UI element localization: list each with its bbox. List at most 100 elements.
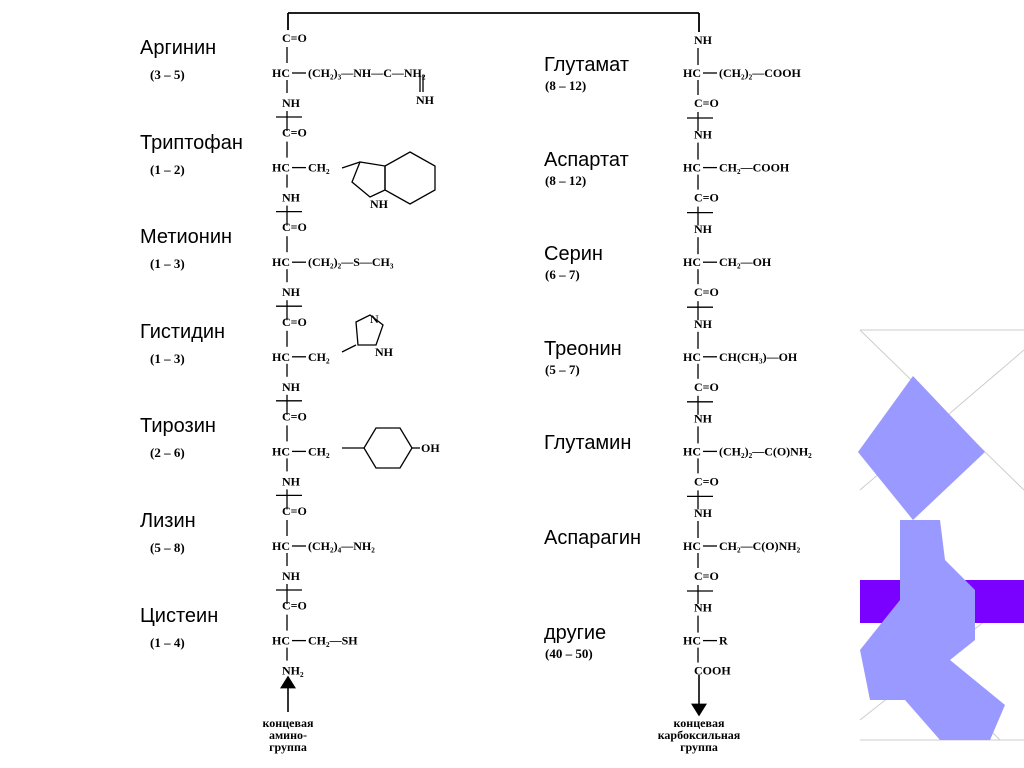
amino-acid-name: Треонин	[544, 337, 622, 360]
side-chain: (CH₂)₂—S—CH₃	[308, 255, 394, 269]
side-chain: R	[719, 634, 728, 648]
amino-acid-name: Аспарагин	[544, 527, 642, 549]
imino-group: NH	[416, 93, 435, 107]
decor-figure	[860, 520, 1005, 740]
amino-acid-name: Серин	[544, 243, 603, 266]
content-range: (40 – 50)	[545, 645, 593, 661]
content-range: (5 – 8)	[150, 540, 185, 555]
carbonyl-group: C=O	[694, 380, 719, 394]
amino-acid-name: Триптофан	[140, 131, 243, 154]
side-chain-bond	[341, 344, 357, 353]
amide-nh: NH	[282, 191, 301, 205]
content-range: (2 – 6)	[150, 445, 185, 461]
alpha-carbon: HC	[272, 444, 290, 458]
amino-group: NH₂	[282, 664, 304, 678]
carboxyl-end-label: карбоксильная	[658, 728, 741, 742]
amino-acid-name: Глутамат	[544, 54, 630, 76]
imidazole-nh: NH	[375, 345, 394, 359]
carbonyl-group: C=O	[694, 569, 719, 583]
side-chain: (CH₂)₃—NH—C—NH₂	[308, 66, 426, 80]
decor-diamond	[858, 376, 985, 520]
carbonyl-group: C=O	[694, 191, 719, 205]
side-chain: CH₂—OH	[719, 255, 772, 269]
content-range: (1 – 4)	[150, 634, 185, 650]
carbonyl-group: C=O	[282, 315, 307, 329]
amide-nh: NH	[282, 569, 301, 583]
alpha-carbon: HC	[683, 255, 701, 269]
carbonyl-group: C=O	[282, 126, 307, 140]
alpha-carbon: HC	[272, 634, 290, 648]
alpha-carbon: HC	[683, 66, 701, 80]
amino-end-label: группа	[269, 740, 307, 754]
amino-acid-name: Тирозин	[140, 415, 216, 438]
carbonyl-group: C=O	[694, 474, 719, 488]
amino-acid-name: Аспартат	[544, 148, 629, 171]
carbonyl-group: C=O	[282, 599, 307, 613]
amide-nh: NH	[694, 411, 713, 425]
content-range: (6 – 7)	[545, 267, 580, 283]
phenol-ring	[363, 427, 413, 469]
carbonyl-group: C=O	[282, 220, 307, 234]
side-chain: CH₂—COOH	[719, 161, 790, 175]
content-range: (1 – 2)	[150, 161, 185, 177]
amide-nh: NH	[282, 474, 301, 488]
amino-acid-name: Гистидин	[140, 320, 226, 343]
alpha-carbon: HC	[683, 634, 701, 648]
alpha-carbon: HC	[272, 66, 290, 80]
amide-nh: NH	[694, 33, 713, 47]
amino-acid-name: другие	[544, 621, 607, 644]
side-chain: CH₂	[308, 444, 330, 458]
amino-acid-name: Цистеин	[140, 604, 219, 627]
side-chain: CH₂—C(O)NH₂	[719, 539, 801, 553]
side-chain: (CH₂)₂—C(O)NH₂	[719, 444, 812, 458]
amino-end-label: амино-	[269, 728, 307, 742]
amide-nh: NH	[694, 506, 713, 520]
content-range: (1 – 3)	[150, 256, 185, 272]
carboxyl-group: COOH	[694, 664, 731, 678]
amide-nh: NH	[282, 96, 301, 110]
carbonyl-group: C=O	[694, 96, 719, 110]
side-chain: CH(CH₃)—OH	[719, 350, 798, 364]
content-range: (3 – 5)	[150, 67, 185, 82]
decorative-shapes	[858, 329, 1024, 741]
content-range: (8 – 12)	[545, 172, 587, 188]
amide-nh: NH	[282, 380, 301, 394]
amide-nh: NH	[282, 285, 301, 299]
imidazole-ring	[355, 314, 384, 346]
carboxyl-end-label: концевая	[674, 716, 725, 730]
hydroxyl-group: OH	[421, 441, 440, 455]
amide-nh: NH	[694, 128, 713, 142]
alpha-carbon: HC	[272, 255, 290, 269]
amide-nh: NH	[694, 317, 713, 331]
indole-pyrrole-ring	[351, 161, 386, 198]
alpha-carbon: HC	[683, 350, 701, 364]
alpha-carbon: HC	[683, 539, 701, 553]
carbonyl-group: C=O	[694, 285, 719, 299]
amino-acid-name: Лизин	[140, 510, 196, 532]
amide-nh: NH	[694, 601, 713, 615]
side-chain-bond	[341, 161, 361, 169]
amino-acid-name: Глутамин	[544, 432, 632, 455]
alpha-carbon: HC	[683, 444, 701, 458]
side-chain: (CH₂)₂—COOH	[719, 66, 802, 80]
alpha-carbon: HC	[272, 350, 290, 364]
alpha-carbon: HC	[272, 161, 290, 175]
imidazole-n: N	[370, 312, 379, 326]
alpha-carbon: HC	[272, 539, 290, 553]
carbonyl-group: C=O	[282, 409, 307, 423]
alpha-carbon: HC	[683, 161, 701, 175]
content-range: (1 – 3)	[150, 350, 185, 366]
content-range: (8 – 12)	[545, 78, 587, 93]
side-chain: CH₂—SH	[308, 634, 358, 648]
side-chain: CH₂	[308, 161, 330, 175]
amino-acid-name: Аргинин	[140, 37, 217, 59]
side-chain: CH₂	[308, 350, 330, 364]
carbonyl-group: C=O	[282, 504, 307, 518]
carboxyl-end-label: группа	[680, 740, 718, 754]
indole-nh: NH	[370, 197, 389, 211]
carbonyl-group: C=O	[282, 31, 307, 45]
indole-benzene-ring	[384, 151, 436, 205]
amide-nh: NH	[694, 222, 713, 236]
side-chain: (CH₂)₄—NH₂	[308, 539, 375, 553]
